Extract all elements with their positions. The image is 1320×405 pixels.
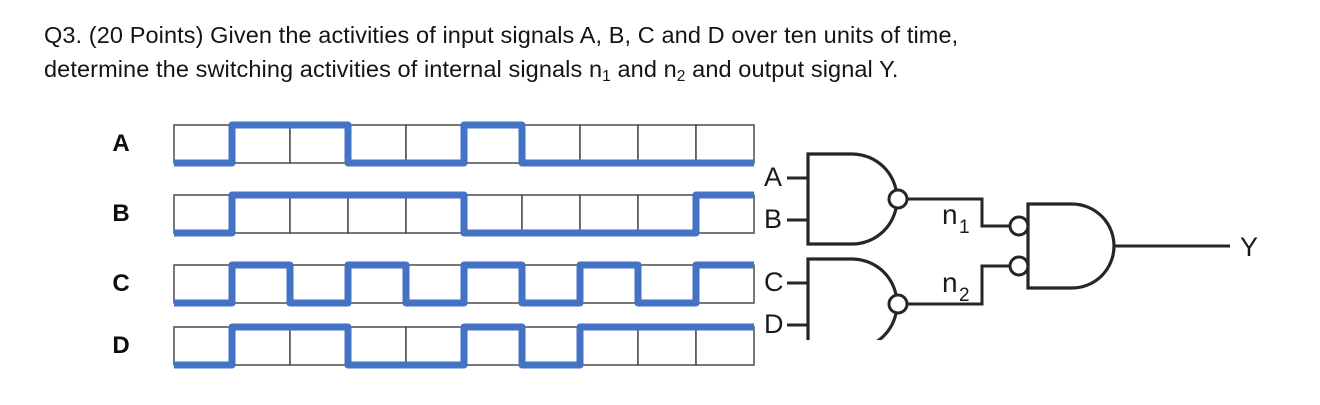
svg-text:n: n [942, 199, 958, 230]
timing-grid-cell [405, 326, 465, 366]
timing-grid-cell [405, 264, 465, 304]
subscript-n1: 1 [602, 68, 611, 85]
gate-output-input-bubble-2 [1008, 255, 1030, 277]
gate-nand-2-output-bubble [887, 293, 909, 315]
waveform-row-a: A [100, 118, 780, 170]
timing-grid-cell [405, 124, 465, 164]
timing-grid-cell [173, 264, 233, 304]
timing-grid-cell [405, 194, 465, 234]
waveform-row-c: C [100, 258, 780, 310]
wire-n1 [907, 197, 1010, 228]
timing-grid-cell [231, 194, 291, 234]
gate-nand-1-output-bubble [887, 188, 909, 210]
timing-grid-cell [463, 264, 523, 304]
timing-grid-cell [231, 326, 291, 366]
waveform-row-b: B [100, 188, 780, 240]
node-label-n1: n 1 [942, 199, 970, 238]
svg-text:1: 1 [959, 217, 970, 238]
timing-grid-cell [347, 326, 407, 366]
timing-grid-cell [521, 326, 581, 366]
timing-grid-cell [231, 264, 291, 304]
timing-grid-cell [463, 326, 523, 366]
circuit-input-label-c: C [764, 267, 784, 297]
timing-grid-cell [347, 194, 407, 234]
question-text: Q3. (20 Points) Given the activities of … [44, 18, 1284, 90]
timing-grid-cell [289, 124, 349, 164]
question-line-1: Q3. (20 Points) Given the activities of … [44, 22, 959, 48]
timing-grid-cell [695, 264, 755, 304]
waveform-label-b: B [112, 200, 130, 227]
logic-circuit-diagram: A B C D n 1 n 2 Y [760, 140, 1305, 340]
timing-grid-cell [173, 124, 233, 164]
question-line-2: determine the switching activities of in… [44, 52, 1284, 90]
circuit-input-label-d: D [764, 309, 784, 339]
circuit-input-label-b: B [764, 204, 782, 234]
waveform-svg-c [173, 261, 755, 307]
timing-grid-cell [579, 264, 639, 304]
timing-diagram: A B C D [100, 118, 780, 386]
timing-grid-cell [579, 194, 639, 234]
timing-grid-cell [579, 326, 639, 366]
gate-output-input-bubble-1 [1008, 215, 1030, 237]
timing-grid-cell [521, 264, 581, 304]
gate-nand-2-body [806, 257, 899, 340]
circuit-output-label-y: Y [1240, 232, 1258, 262]
timing-grid-cell [289, 264, 349, 304]
wire-n2 [907, 264, 1010, 306]
waveform-trace-c [174, 261, 754, 307]
question-line-2-part-a: determine the switching activities of in… [44, 56, 603, 82]
timing-grid-cell [637, 124, 697, 164]
timing-grid-cell [289, 326, 349, 366]
timing-grid-cell [173, 326, 233, 366]
gate-nand-1-body [806, 152, 899, 246]
waveform-trace-b [174, 191, 754, 237]
waveform-svg-b [173, 191, 755, 237]
timing-grid-cell [173, 194, 233, 234]
timing-grid-cell [347, 124, 407, 164]
timing-grid-cell [695, 124, 755, 164]
waveform-svg-d [173, 323, 755, 369]
waveform-label-c: C [112, 270, 130, 297]
timing-grid-cell [695, 326, 755, 366]
timing-grid-cell [521, 194, 581, 234]
question-line-2-part-b: and n [610, 56, 677, 82]
timing-grid-cell [637, 264, 697, 304]
waveform-svg-a [173, 121, 755, 167]
subscript-n2: 2 [676, 68, 686, 85]
timing-grid-cell [463, 194, 523, 234]
gate-output-body [1026, 202, 1116, 290]
node-label-n2: n 2 [942, 267, 970, 306]
waveform-trace-a [174, 121, 754, 167]
waveform-label-a: A [112, 130, 130, 157]
timing-grid-cell [521, 124, 581, 164]
timing-grid-cell [289, 194, 349, 234]
timing-grid-cell [347, 264, 407, 304]
timing-grid-cell [637, 194, 697, 234]
timing-grid-cell [231, 124, 291, 164]
circuit-input-label-a: A [764, 162, 782, 192]
svg-text:n: n [942, 267, 958, 298]
timing-grid-cell [637, 326, 697, 366]
question-line-2-part-c: and output signal Y. [685, 56, 899, 82]
svg-text:2: 2 [959, 285, 970, 306]
waveform-label-d: D [112, 332, 130, 359]
timing-grid-cell [695, 194, 755, 234]
timing-grid-cell [579, 124, 639, 164]
waveform-trace-d [174, 323, 754, 369]
waveform-row-d: D [100, 320, 780, 372]
timing-grid-cell [463, 124, 523, 164]
